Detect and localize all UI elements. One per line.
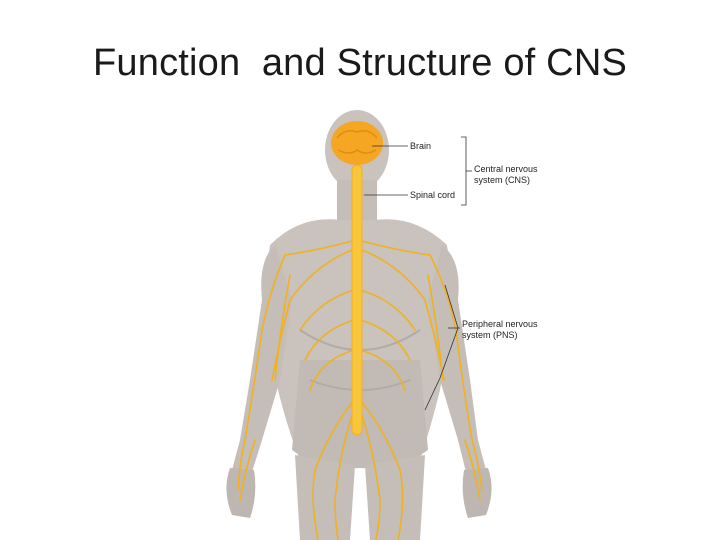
leader-lines <box>364 136 472 411</box>
label-cns-line2: system (CNS) <box>474 175 530 185</box>
peripheral-nerves <box>237 239 483 540</box>
slide-title: Function and Structure of CNS <box>92 42 628 84</box>
label-pns-line1: Peripheral nervous <box>462 319 538 329</box>
brain <box>331 121 383 165</box>
label-pns-line2: system (PNS) <box>462 330 518 340</box>
label-spinal-cord: Spinal cord <box>410 190 455 200</box>
label-brain: Brain <box>410 141 431 151</box>
diagram-labels: Brain Spinal cord Central nervous system… <box>410 141 538 340</box>
label-cns-line1: Central nervous <box>474 164 538 174</box>
spinal-cord <box>351 164 363 436</box>
